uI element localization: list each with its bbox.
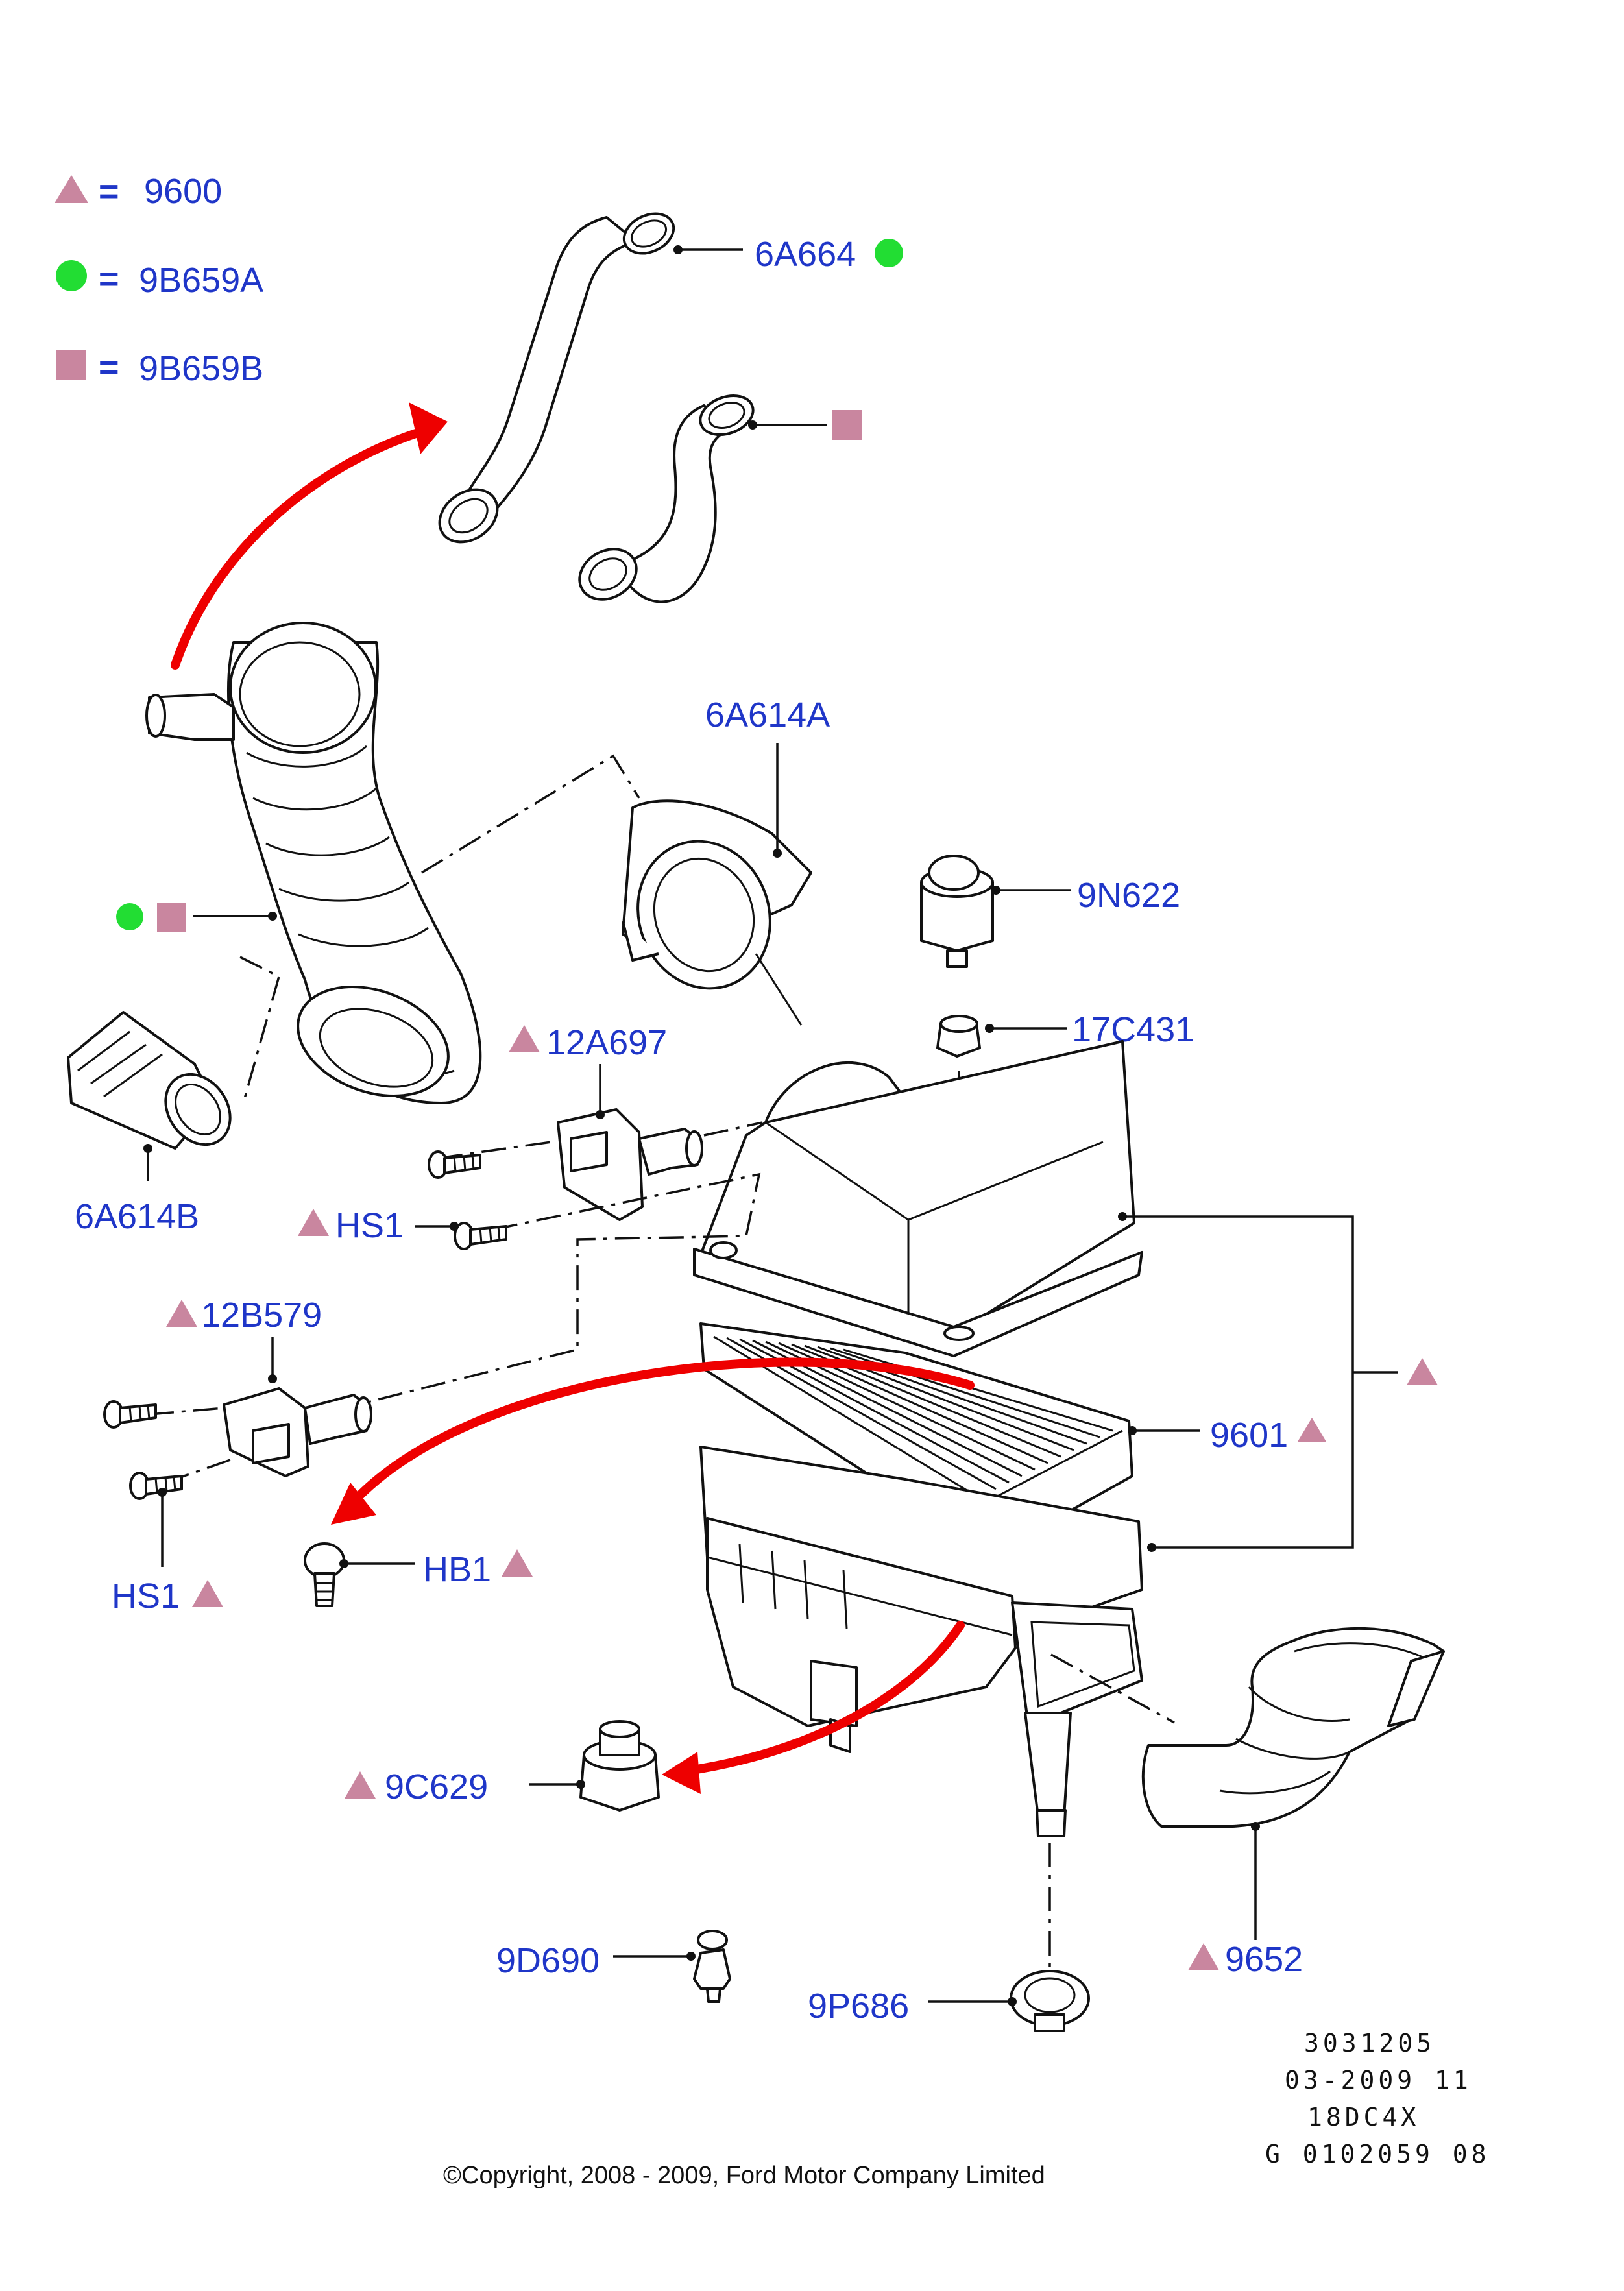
label-6a664: 6A664 [755,235,856,274]
legend-9b659b: 9B659B [139,349,263,388]
screw-hs1-lower-2 [129,1472,183,1500]
label-9p686: 9P686 [808,1987,909,2026]
legend-9600: 9600 [144,172,222,211]
label-9n622: 9N622 [1077,876,1180,915]
part-6a614b [67,1011,232,1150]
part-12a697 [557,1108,703,1221]
red-arrow [680,1621,965,1776]
label-12a697: 12A697 [546,1023,667,1062]
label-hs1-lower: HS1 [112,1577,180,1616]
intake-duct [145,622,482,1104]
label-hb1: HB1 [423,1550,491,1589]
marker-triangle-icon [298,1209,329,1236]
legend-equals: = [99,260,119,298]
marker-triangle-icon [509,1025,540,1052]
label-6a614b: 6A614B [75,1197,199,1236]
legend-9b659a: 9B659A [139,261,263,300]
part-9p686 [1010,1970,1090,2032]
red-arrow [171,427,426,670]
marker-triangle-icon [192,1580,223,1607]
screw-hs1-upper [428,1150,481,1179]
label-9652: 9652 [1225,1940,1303,1979]
marker-circle-icon [875,239,903,267]
meta-line-4: G 0102059 08 [1265,2140,1490,2168]
part-9d690 [693,1930,731,2003]
marker-triangle-icon [345,1771,376,1799]
legend-circle-icon [56,260,87,291]
marker-square-icon [157,903,186,932]
marker-triangle-icon [1188,1943,1219,1970]
marker-triangle-icon [166,1300,197,1327]
legend-square-icon [56,350,86,380]
part-9c629 [579,1720,660,1812]
part-9n622 [920,855,994,968]
legend-equals: = [99,172,119,211]
label-9d690: 9D690 [496,1941,600,1980]
label-17c431: 17C431 [1072,1010,1194,1049]
meta-line-2: 03-2009 11 [1285,2066,1472,2094]
marker-circle-icon [116,903,143,930]
label-12b579: 12B579 [201,1296,322,1335]
air-cleaner-lid [693,1040,1143,1357]
screw-hs1-lower [103,1400,157,1429]
part-6a614a [622,799,812,990]
label-9601: 9601 [1210,1416,1288,1455]
drawing-metadata: 3031205 03-2009 11 18DC4X G 0102059 08 [1265,2029,1490,2168]
part-12b579 [223,1387,372,1477]
label-9c629: 9C629 [385,1767,488,1806]
marker-triangle-icon [1407,1358,1438,1385]
upper-hose-6a664 [438,212,675,544]
part-hb1 [304,1542,345,1607]
marker-triangle-icon [1298,1418,1326,1442]
legend: = 9600 = 9B659A = 9B659B [55,172,263,388]
marker-square-icon [832,410,862,440]
legend-equals: = [99,348,119,387]
part-9652 [1141,1627,1445,1828]
label-hs1-upper: HS1 [335,1206,404,1245]
copyright-text: ©Copyright, 2008 - 2009, Ford Motor Comp… [443,2162,1045,2189]
meta-line-1: 3031205 [1304,2029,1435,2057]
marker-triangle-icon [502,1549,533,1577]
screw-hs1-upper-2 [454,1222,507,1250]
air-cleaner-housing [699,1446,1143,1837]
label-6a614a: 6A614A [705,696,830,734]
lower-hose-9b659b [578,394,755,603]
red-arrow [346,1357,975,1510]
legend-triangle-icon [55,175,88,203]
part-17c431 [936,1015,981,1058]
meta-line-3: 18DC4X [1307,2103,1420,2131]
